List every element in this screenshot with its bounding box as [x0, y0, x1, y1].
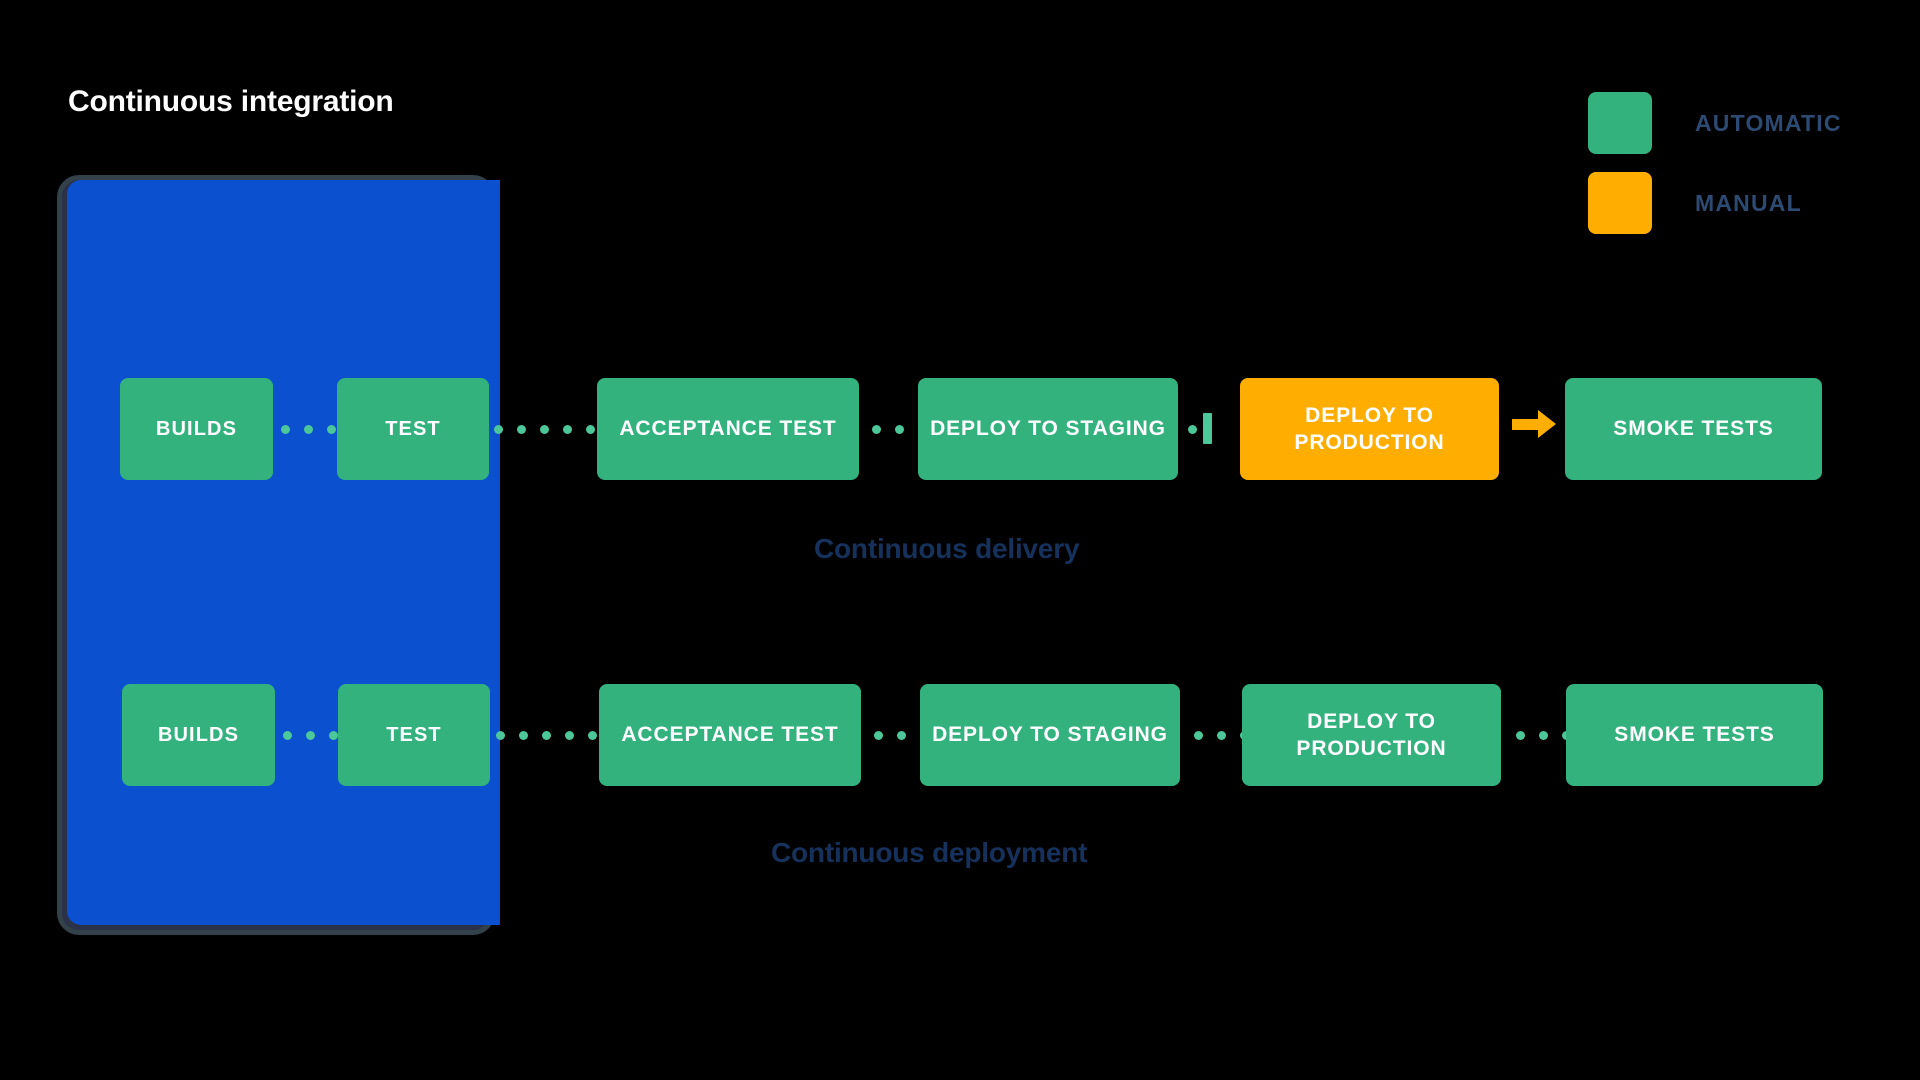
- connector-dot: [1539, 730, 1548, 740]
- node-acceptance-test-delivery[interactable]: ACCEPTANCE TEST: [597, 378, 859, 480]
- legend-item-manual: MANUAL: [1588, 170, 1842, 236]
- connector-dot: [895, 424, 904, 434]
- connector-dot: [496, 730, 505, 740]
- legend-item-automatic: AUTOMATIC: [1588, 90, 1842, 156]
- arrow-shaft: [1512, 418, 1538, 430]
- connector-dot: [517, 424, 526, 434]
- node-builds-deployment[interactable]: BUILDS: [122, 684, 275, 786]
- connector-dot: [1194, 730, 1203, 740]
- node-smoke-tests-delivery[interactable]: SMOKE TESTS: [1565, 378, 1822, 480]
- node-deploy-to-staging-deployment[interactable]: DEPLOY TO STAGING: [920, 684, 1180, 786]
- connector-staging-production-delivery: [1188, 423, 1197, 435]
- legend-swatch-manual-icon: [1588, 172, 1652, 234]
- continuous-integration-panel: [57, 175, 500, 935]
- connector-dot: [542, 730, 551, 740]
- connector-dot: [1217, 730, 1226, 740]
- connector-dot: [281, 424, 290, 434]
- node-builds-delivery[interactable]: BUILDS: [120, 378, 273, 480]
- connector-dot: [519, 730, 528, 740]
- legend: AUTOMATIC MANUAL: [1588, 90, 1842, 250]
- connector-production-smoke-deployment: [1516, 729, 1571, 741]
- node-deploy-to-production-delivery[interactable]: DEPLOY TO PRODUCTION: [1240, 378, 1499, 480]
- connector-dot: [494, 424, 503, 434]
- node-deploy-to-production-deployment[interactable]: DEPLOY TO PRODUCTION: [1242, 684, 1501, 786]
- connector-dot: [1188, 424, 1197, 434]
- node-test-delivery[interactable]: TEST: [337, 378, 489, 480]
- connector-dot: [588, 730, 597, 740]
- connector-dot: [283, 730, 292, 740]
- connector-dot: [563, 424, 572, 434]
- caption-continuous-deployment: Continuous deployment: [771, 837, 1088, 868]
- connector-dot: [565, 730, 574, 740]
- continuous-integration-panel-fill: [67, 180, 500, 925]
- caption-continuous-delivery: Continuous delivery: [814, 533, 1080, 564]
- continuous-integration-title: Continuous integration: [68, 85, 394, 118]
- connector-dot: [304, 424, 313, 434]
- connector-dot: [586, 424, 595, 434]
- connector-dot: [872, 424, 881, 434]
- manual-gate-stop-bar: [1203, 413, 1212, 444]
- connector-dot: [540, 424, 549, 434]
- connector-dot: [327, 424, 336, 434]
- node-test-deployment[interactable]: TEST: [338, 684, 490, 786]
- connector-dot: [874, 730, 883, 740]
- connector-dot: [306, 730, 315, 740]
- node-deploy-to-staging-delivery[interactable]: DEPLOY TO STAGING: [918, 378, 1178, 480]
- legend-swatch-automatic-icon: [1588, 92, 1652, 154]
- connector-staging-production-deployment: [1194, 729, 1249, 741]
- arrow-production-smoke-icon: [1512, 410, 1556, 438]
- legend-label-manual: MANUAL: [1695, 189, 1802, 216]
- connector-dot: [897, 730, 906, 740]
- node-acceptance-test-deployment[interactable]: ACCEPTANCE TEST: [599, 684, 861, 786]
- arrow-head: [1538, 410, 1556, 438]
- connector-dot: [1516, 730, 1525, 740]
- connector-dot: [329, 730, 338, 740]
- legend-label-automatic: AUTOMATIC: [1695, 109, 1842, 136]
- node-smoke-tests-deployment[interactable]: SMOKE TESTS: [1566, 684, 1823, 786]
